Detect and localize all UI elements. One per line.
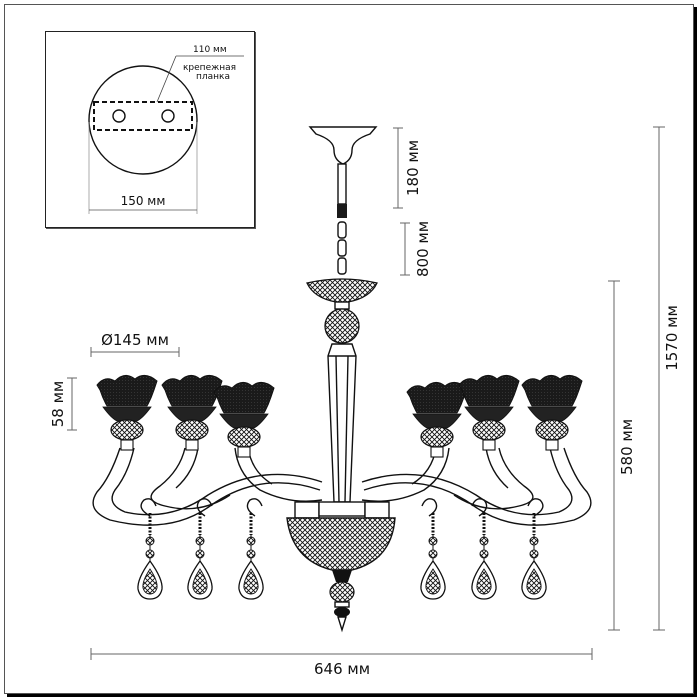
- central-bowl: [286, 501, 396, 633]
- arms-left: [92, 447, 323, 526]
- mounting-bracket-outline: [93, 101, 193, 131]
- crown-bowl: [306, 278, 378, 303]
- crystal-ball: [324, 308, 360, 344]
- dimension-body-height: 580 мм: [608, 280, 636, 631]
- arms-right: [361, 447, 592, 526]
- max-height-label: 1570 мм: [663, 305, 681, 371]
- dimension-shade-height: 58 мм: [49, 377, 77, 431]
- dimension-shade-diameter: Ø145 мм: [90, 331, 180, 357]
- shade-height-label: 58 мм: [49, 381, 67, 428]
- width-label: 646 мм: [314, 660, 370, 678]
- dimension-max-height: 1570 мм: [653, 126, 681, 631]
- crown-neck: [334, 301, 350, 310]
- canopy-circle: [88, 65, 198, 175]
- chain-length-label: 800 мм: [414, 221, 432, 277]
- canopy-diameter-label: 150 мм: [121, 194, 166, 208]
- bracket-width-label: 110 мм: [193, 45, 227, 55]
- suspension-chain: [337, 204, 347, 275]
- central-column: [327, 343, 357, 503]
- mounting-detail-inset: 110 мм крепежная планка 150 мм: [45, 31, 255, 228]
- leader-line: [156, 55, 177, 103]
- canopy-height-label: 180 мм: [404, 140, 422, 196]
- bracket-name-line1: крепежная: [183, 63, 236, 73]
- screw-hole-left: [112, 109, 126, 123]
- bracket-name-line2: планка: [196, 72, 230, 82]
- shade-diameter-label: Ø145 мм: [101, 331, 169, 349]
- mounting-detail-drawing: 110 мм крепежная планка 150 мм: [88, 45, 244, 214]
- dimension-canopy-height: 180 мм: [393, 127, 422, 209]
- dimension-width: 646 мм: [90, 648, 593, 678]
- body-height-label: 580 мм: [618, 419, 636, 475]
- screw-hole-right: [161, 109, 175, 123]
- dimension-chain-length: 800 мм: [400, 221, 432, 277]
- ceiling-canopy: [308, 126, 378, 205]
